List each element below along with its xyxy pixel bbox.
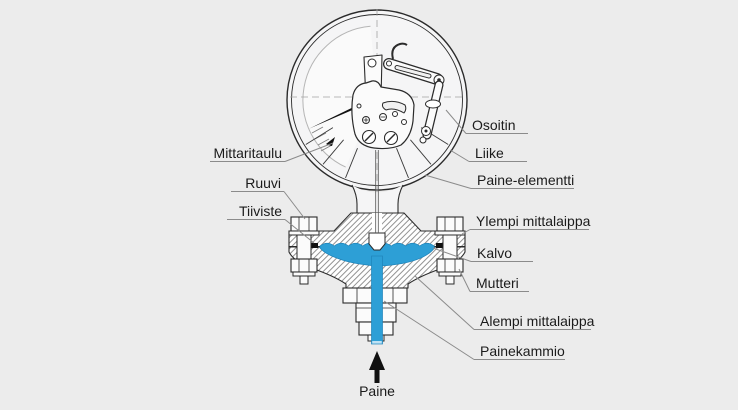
label-paine-elementti: Paine-elementti bbox=[471, 172, 574, 189]
bolt-right bbox=[434, 216, 466, 285]
gasket-left bbox=[311, 243, 318, 248]
pressure-arrow-icon bbox=[369, 351, 385, 383]
bolt-left bbox=[288, 216, 320, 285]
label-tiiviste: Tiiviste bbox=[227, 203, 285, 220]
label-painekammio: Painekammio bbox=[474, 343, 565, 360]
flange-assembly bbox=[288, 150, 466, 345]
label-mutteri: Mutteri bbox=[470, 275, 529, 292]
capillary-fitting bbox=[368, 232, 386, 251]
dial-mark-icon bbox=[326, 137, 335, 146]
label-paine: Paine bbox=[359, 383, 395, 399]
label-osoitin: Osoitin bbox=[466, 117, 528, 134]
label-ylempi-mittalaippa: Ylempi mittalaippa bbox=[470, 213, 590, 230]
stem-neck bbox=[351, 184, 404, 213]
pressure-channel bbox=[371, 255, 383, 345]
movement-mechanism bbox=[351, 42, 445, 150]
label-alempi-mittalaippa: Alempi mittalaippa bbox=[474, 313, 594, 330]
label-ruuvi: Ruuvi bbox=[231, 175, 284, 192]
gasket-right bbox=[436, 243, 443, 248]
movement-screws bbox=[356, 103, 407, 146]
label-kalvo: Kalvo bbox=[471, 245, 533, 262]
leader-lines bbox=[283, 109, 475, 360]
label-mittaritaulu: Mittaritaulu bbox=[210, 145, 285, 162]
label-liike: Liike bbox=[469, 145, 527, 162]
